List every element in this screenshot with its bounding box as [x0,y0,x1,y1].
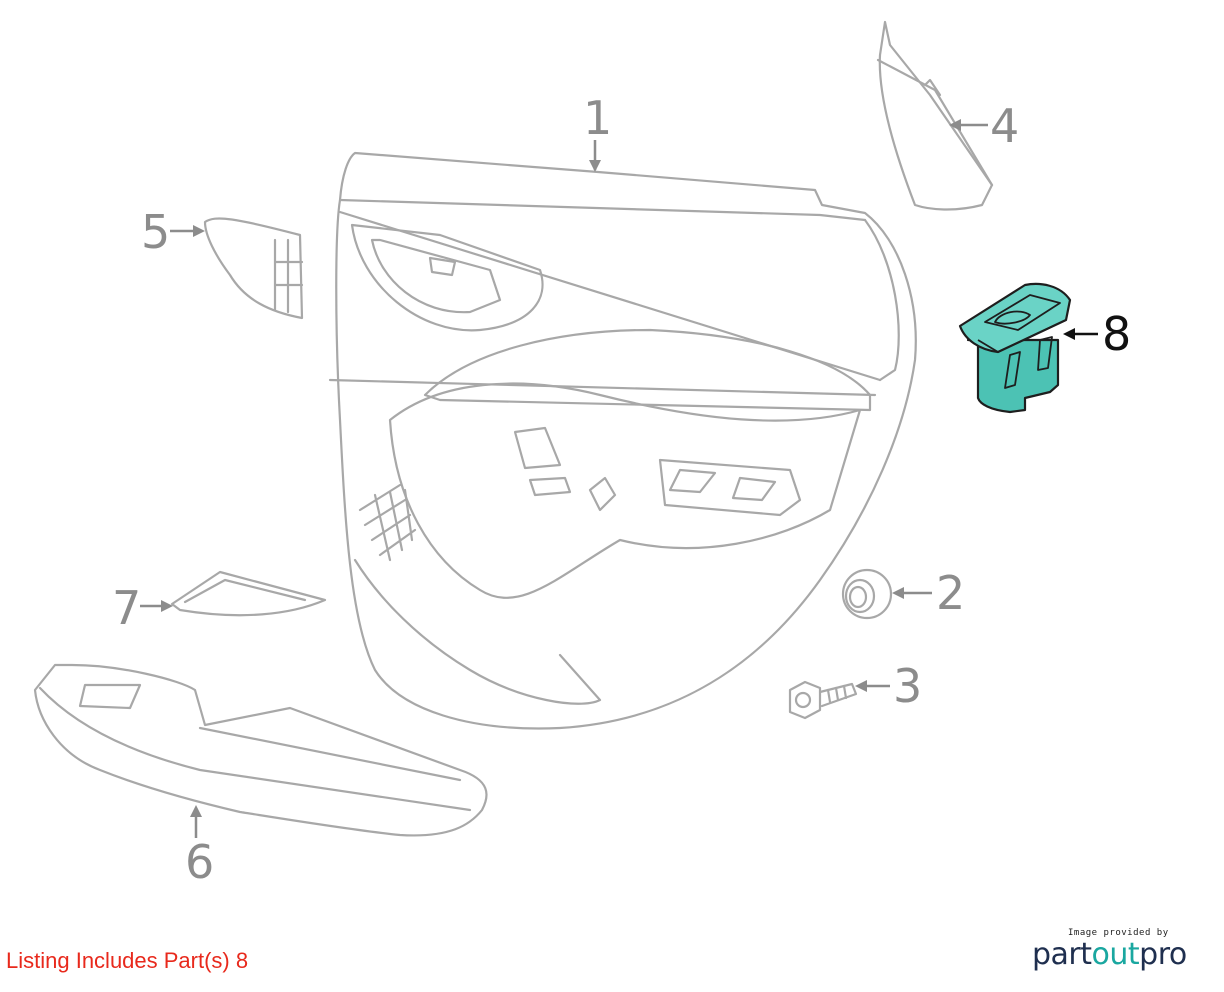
callout-4: 4 [990,99,1019,153]
part-8-window-switch [958,282,1072,414]
callout-2: 2 [936,566,965,620]
credit-caption: Image provided by [1068,928,1169,938]
image-credit: Image provided by partoutpro [1032,928,1202,972]
part-6-armrest [33,663,488,837]
callout-8: 8 [1102,307,1131,361]
brand-out: out [1091,937,1140,972]
callout-6: 6 [185,835,214,889]
arrow-6-head [190,805,202,817]
part-1-door-trim-panel [328,151,917,730]
callout-1: 1 [583,91,612,145]
callout-arrows [140,119,1098,838]
arrow-8-head [1063,328,1075,340]
brand-pro: pro [1139,937,1187,972]
brand-part: part [1032,937,1092,972]
callout-7: 7 [112,581,141,635]
arrow-2-head [892,587,904,599]
arrow-1-head [589,160,601,172]
part-5-bracket [203,217,304,320]
part-7-cover [170,570,327,617]
listing-note: Listing Includes Part(s) 8 [6,948,249,973]
arrow-3-head [855,680,867,692]
arrow-4-head [949,119,961,131]
callout-5: 5 [141,205,170,259]
callout-3: 3 [893,659,922,713]
part-3-screw [788,680,858,720]
arrow-7-head [161,600,173,612]
part-4-trim-piece [876,20,994,211]
part-2-grommet [841,568,893,620]
callout-labels: 1 2 3 4 5 6 7 8 [112,91,1131,889]
arrow-5-head [193,225,205,237]
partoutpro-logo: partoutpro [1032,938,1202,972]
